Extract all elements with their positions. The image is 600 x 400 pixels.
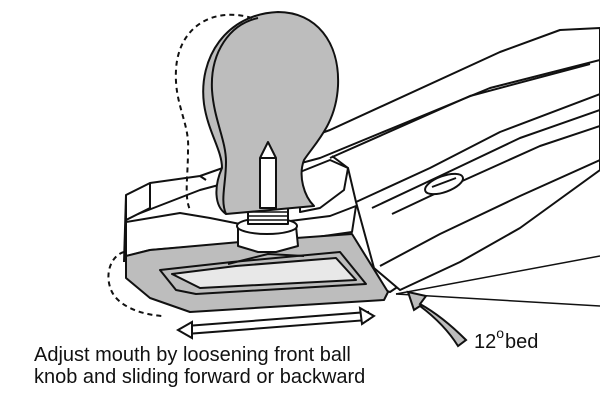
- caption-line-2: knob and sliding forward or backward: [34, 366, 366, 388]
- mouth-plate: [125, 233, 389, 313]
- bed-angle-label: 12obed: [474, 325, 539, 354]
- knob-base: [236, 207, 299, 253]
- curved-arrow-icon: [406, 290, 468, 348]
- knob-alternate-position: [107, 13, 253, 317]
- bed-angle-suffix: bed: [505, 331, 539, 353]
- caption-line-1: Adjust mouth by loosening front ball: [34, 344, 351, 366]
- front-ball-knob: [202, 11, 340, 215]
- degree-mark: o: [496, 325, 505, 341]
- bed-angle-lines: [395, 255, 600, 307]
- blade-assembly: [331, 93, 600, 291]
- caption: Adjust mouth by loosening front ball kno…: [34, 344, 434, 388]
- double-headed-arrow-icon: [175, 306, 376, 340]
- bed-angle-value: 12: [474, 331, 497, 353]
